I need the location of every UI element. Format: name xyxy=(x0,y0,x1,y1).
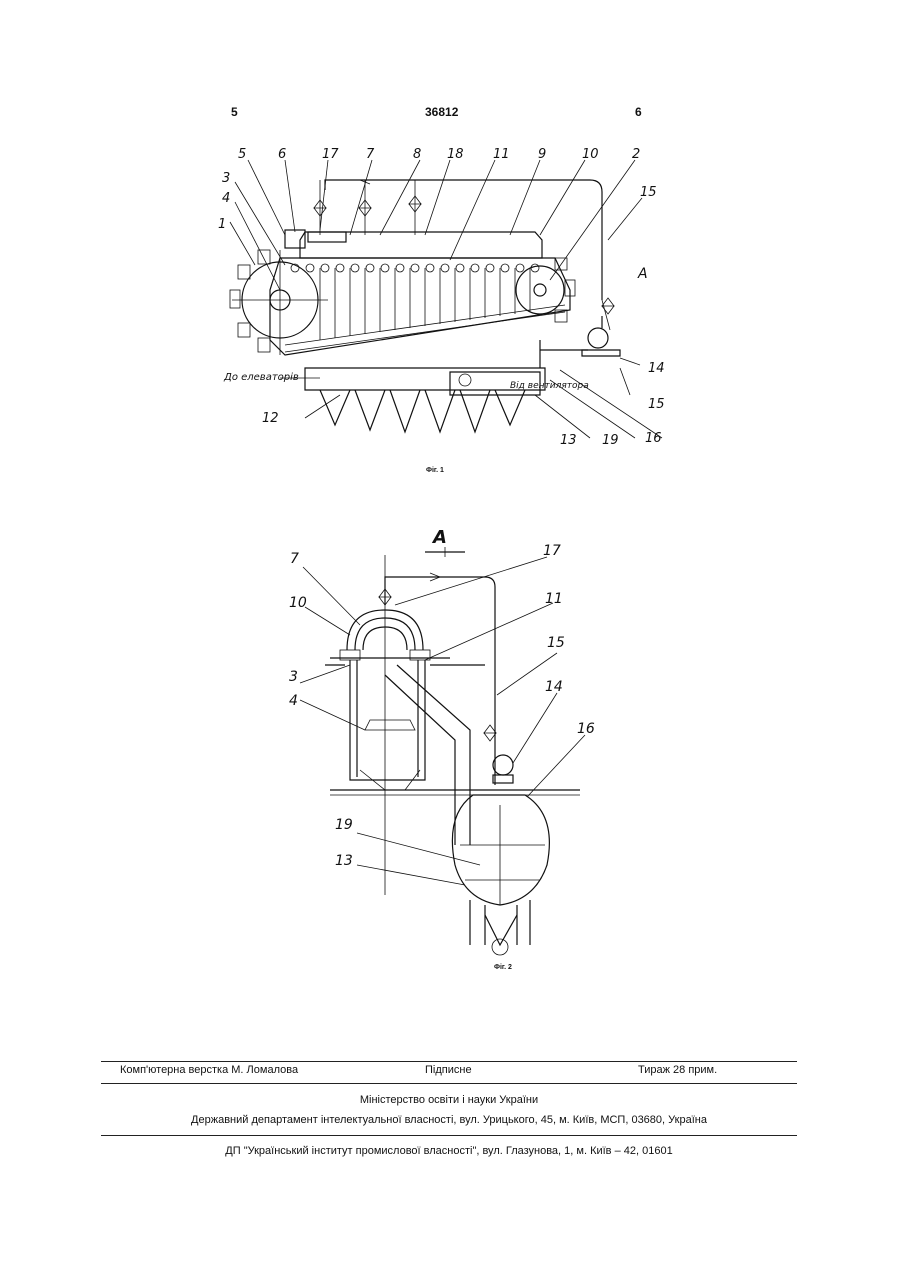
fig1-callout-18: 18 xyxy=(447,147,464,162)
fig2-callout-3: 3 xyxy=(289,669,298,685)
fig1-callout-11: 11 xyxy=(493,147,510,162)
figure-2-drawing: А 7 17 10 11 3 4 15 14 16 19 13 xyxy=(285,515,615,965)
fig2-callout-4: 4 xyxy=(289,693,298,709)
fig1-callout-1: 1 xyxy=(218,217,226,232)
fig1-callout-9: 9 xyxy=(538,147,546,162)
fig2-callout-10: 10 xyxy=(289,595,307,611)
page-number-right: 6 xyxy=(635,105,642,119)
fig1-callout-16: 16 xyxy=(645,431,662,446)
figure-1-caption: Фіг. 1 xyxy=(426,467,444,474)
fig2-callout-7: 7 xyxy=(290,551,299,567)
fig1-callout-2: 2 xyxy=(632,147,640,162)
fig1-callout-6: 6 xyxy=(278,147,286,162)
patent-number: 36812 xyxy=(425,105,458,119)
footer-ministry: Міністерство освіти і науки України xyxy=(101,1094,797,1106)
footer-institute: ДП "Український інститут промислової вла… xyxy=(101,1145,797,1157)
fig1-callout-10: 10 xyxy=(582,147,599,162)
fig2-callout-17: 17 xyxy=(543,543,561,559)
fig1-annotation-fan: Від вентилятора xyxy=(510,381,589,391)
fig1-section-a: А xyxy=(637,266,648,282)
fig1-callout-3: 3 xyxy=(222,171,230,186)
fig1-callout-13: 13 xyxy=(560,433,577,448)
footer-layout-credit: Комп'ютерна верстка М. Ломалова xyxy=(120,1064,298,1076)
fig1-callout-12: 12 xyxy=(262,411,279,426)
fig1-callout-8: 8 xyxy=(413,147,421,162)
fig2-callout-15: 15 xyxy=(547,635,565,651)
footer-signed: Підписне xyxy=(425,1064,472,1076)
fig2-callout-14: 14 xyxy=(545,679,563,695)
fig1-callout-17: 17 xyxy=(322,147,339,162)
fig2-callout-19: 19 xyxy=(335,817,353,833)
figure-1-drawing: 5 6 17 7 8 18 11 9 10 2 3 4 1 15 А 14 15… xyxy=(210,140,670,460)
fig2-callout-11: 11 xyxy=(545,591,563,607)
footer-rule-bottom xyxy=(101,1135,797,1136)
fig2-section-a: А xyxy=(431,527,447,548)
fig1-callout-7: 7 xyxy=(366,147,375,162)
footer-department: Державний департамент інтелектуальної вл… xyxy=(101,1114,797,1126)
footer-print-run: Тираж 28 прим. xyxy=(638,1064,717,1076)
fig1-annotation-elevators: До елеваторів xyxy=(223,371,299,383)
footer-rule-top xyxy=(101,1061,797,1062)
fig1-callout-15-top: 15 xyxy=(640,185,657,200)
figure-2-caption: Фіг. 2 xyxy=(494,964,512,971)
fig1-callout-19: 19 xyxy=(602,433,619,448)
fig1-callout-15-bottom: 15 xyxy=(648,397,665,412)
fig1-callout-4: 4 xyxy=(222,191,230,206)
fig1-callout-14: 14 xyxy=(648,361,665,376)
fig2-callout-16: 16 xyxy=(577,721,595,737)
fig2-callout-13: 13 xyxy=(335,853,353,869)
page-number-left: 5 xyxy=(231,105,238,119)
fig1-callout-5: 5 xyxy=(238,147,246,162)
footer-rule-middle xyxy=(101,1083,797,1084)
